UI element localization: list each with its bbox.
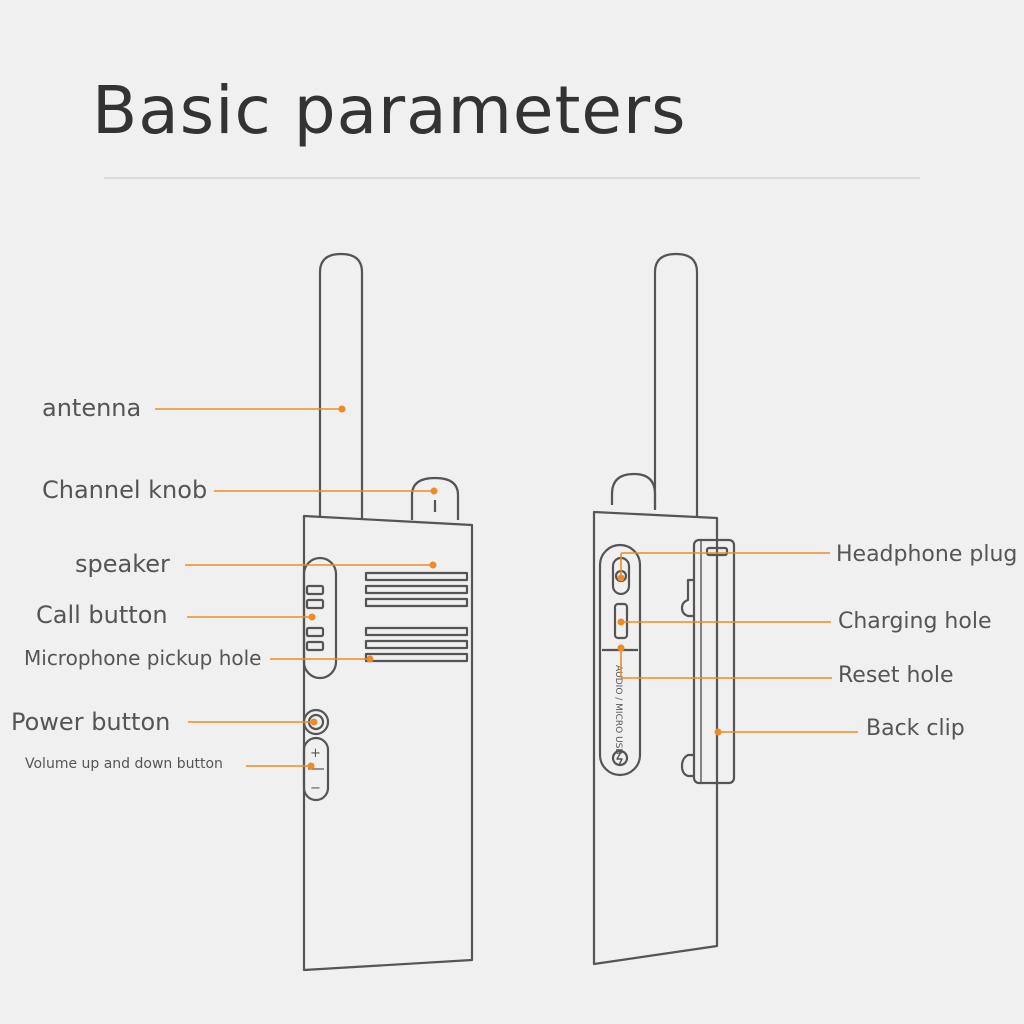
label-back-clip: Back clip xyxy=(866,716,965,741)
speaker-grille xyxy=(364,571,469,663)
call-button-panel xyxy=(302,556,338,680)
label-headphone-plug: Headphone plug xyxy=(836,542,1018,567)
port-text: AUDIO / MICRO USB xyxy=(613,665,623,755)
label-reset-hole: Reset hole xyxy=(838,663,954,688)
back-clip xyxy=(692,538,736,785)
channel-knob xyxy=(410,476,460,520)
label-channel-knob: Channel knob xyxy=(42,476,208,504)
label-antenna: antenna xyxy=(42,394,142,422)
label-charging-hole: Charging hole xyxy=(838,609,992,634)
front-body xyxy=(302,514,474,972)
front-device xyxy=(302,252,474,972)
label-microphone-pickup-hole: Microphone pickup hole xyxy=(24,646,262,670)
back-antenna xyxy=(653,252,699,516)
volume-rocker xyxy=(302,736,330,802)
volume-plus-sign: + xyxy=(310,746,321,761)
volume-minus-sign: − xyxy=(310,781,321,796)
leader-lines xyxy=(155,405,858,770)
page-title: Basic parameters xyxy=(92,72,687,149)
port-cover xyxy=(598,543,642,777)
front-antenna xyxy=(318,252,364,518)
back-device xyxy=(592,252,736,966)
label-volume-button: Volume up and down button xyxy=(25,756,223,772)
back-body xyxy=(592,510,719,966)
label-speaker: speaker xyxy=(75,550,170,578)
label-call-button: Call button xyxy=(36,601,168,629)
title-divider xyxy=(104,177,920,179)
label-power-button: Power button xyxy=(11,708,171,736)
